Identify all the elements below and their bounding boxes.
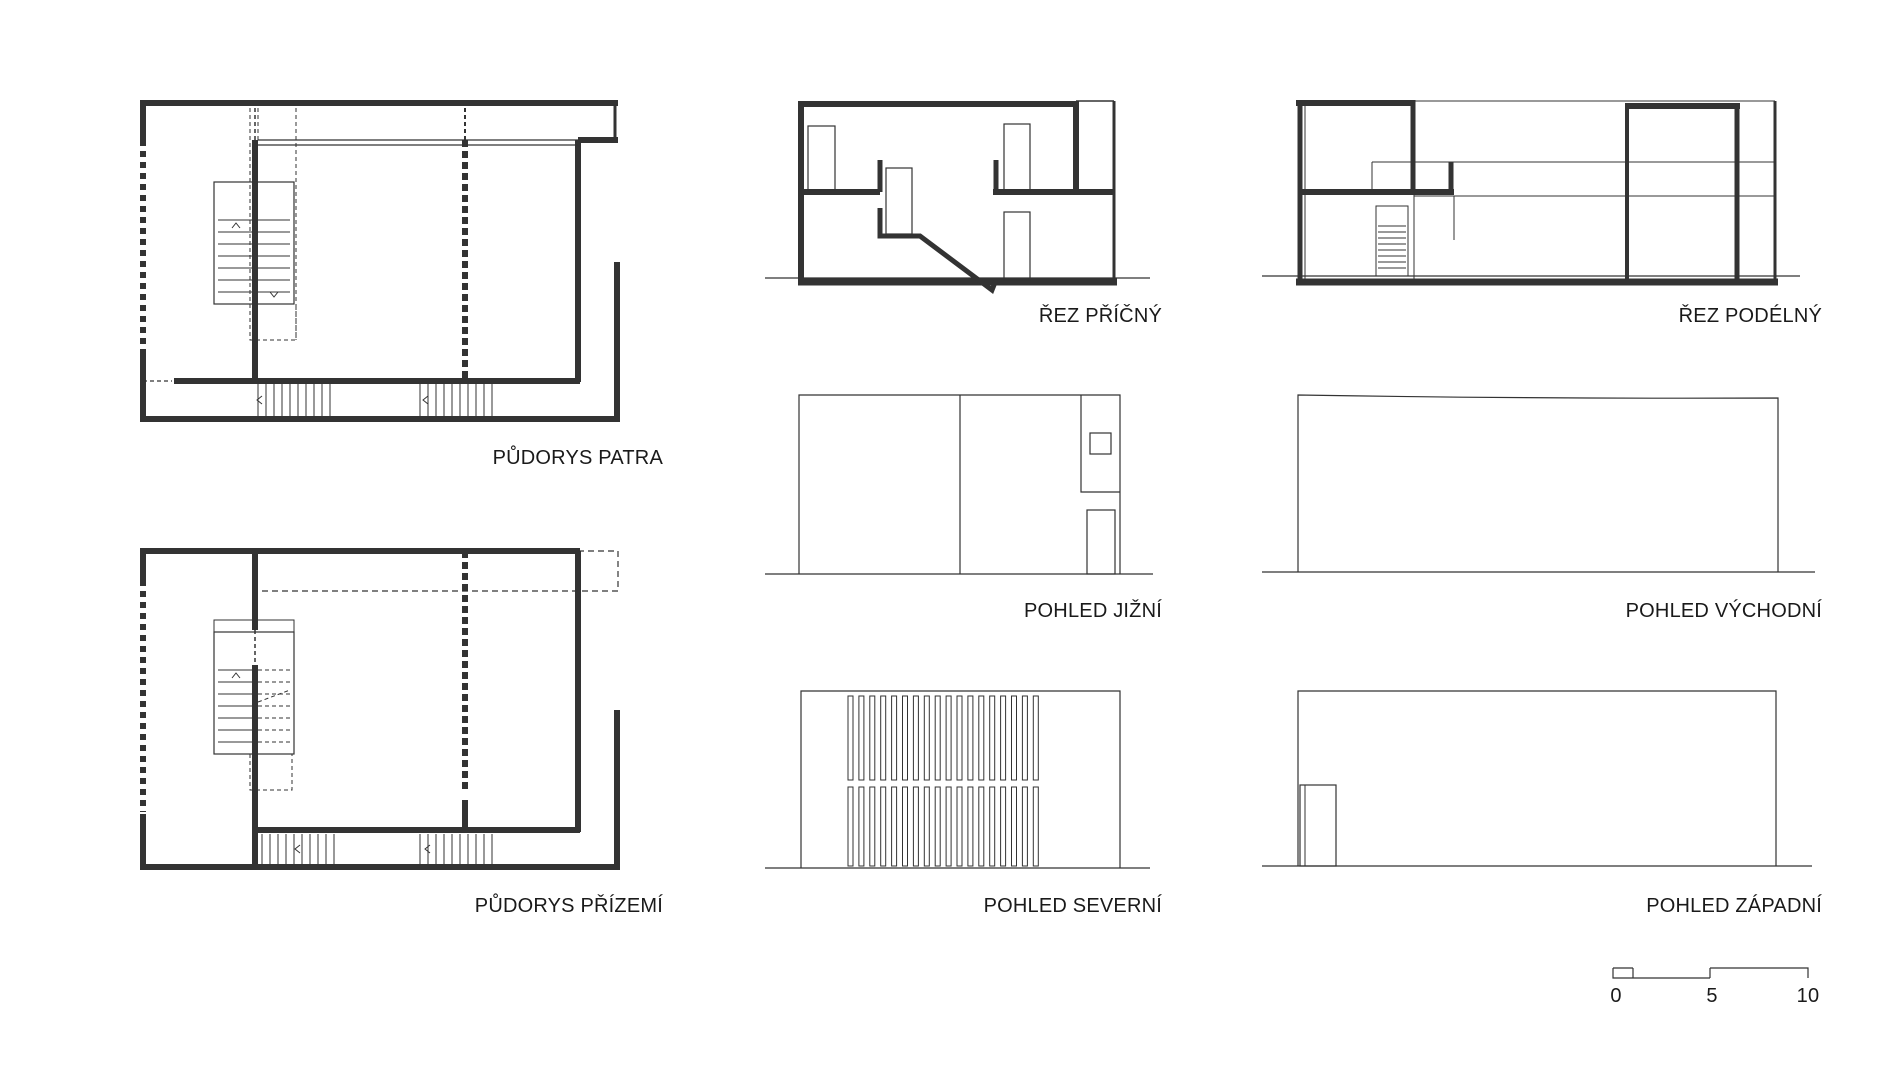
north-slat: [912, 786, 919, 867]
south-door: [1086, 509, 1116, 575]
label-view-west: POHLED ZÁPADNÍ: [1646, 895, 1822, 917]
north-outline: [800, 690, 1121, 868]
cross-stair-step: [877, 208, 999, 294]
upper-stair-outline: [213, 181, 295, 305]
north-slat: [880, 786, 887, 867]
north-slat: [1032, 695, 1039, 781]
north-slats-top: [847, 695, 1039, 781]
label-section-cross: ŘEZ PŘÍČNÝ: [1038, 305, 1162, 327]
scale-tick-5: 5: [1706, 985, 1718, 1007]
cross-door-right: [1003, 123, 1031, 191]
floor-plan-ground: [140, 548, 620, 870]
north-slat: [978, 786, 985, 867]
north-slat: [956, 786, 963, 867]
north-slat: [945, 786, 952, 867]
scale-tick-10: 10: [1796, 985, 1820, 1007]
ground-overhang-dashed: [262, 550, 619, 592]
north-slat: [858, 695, 865, 781]
north-slat: [1000, 695, 1007, 781]
north-slat: [880, 695, 887, 781]
view-east: [1262, 394, 1815, 573]
north-slats-bottom: [847, 786, 1039, 867]
north-slat: [978, 695, 985, 781]
upper-gallery-line: [258, 139, 578, 146]
west-outline: [1297, 690, 1777, 866]
ground-corridor-stair-1: [261, 834, 335, 864]
section-cross: [765, 100, 1150, 294]
west-door: [1299, 784, 1337, 867]
cross-door-stair: [885, 167, 913, 235]
north-slat: [956, 695, 963, 781]
north-slat: [1000, 786, 1007, 867]
upper-gallery-dashed: [249, 108, 297, 340]
scale-bar-track: [1612, 967, 1809, 979]
north-slat: [1021, 786, 1028, 867]
label-view-north: POHLED SEVERNÍ: [983, 895, 1162, 917]
ground-stair-treads: [218, 669, 252, 743]
label-view-south: POHLED JIŽNÍ: [1024, 600, 1162, 622]
north-slat: [902, 695, 908, 781]
north-slat: [945, 695, 952, 781]
north-slat: [967, 695, 974, 781]
long-stair: [1375, 205, 1409, 277]
north-slat: [934, 695, 941, 781]
ground-stair-outline: [213, 631, 295, 755]
north-slat: [869, 695, 876, 781]
north-slat: [891, 695, 898, 781]
ground-stair-arrow: [231, 672, 241, 679]
view-south: [765, 394, 1153, 575]
label-view-east: POHLED VÝCHODNÍ: [1625, 600, 1822, 622]
south-window: [1089, 432, 1112, 455]
cross-door-left: [807, 125, 836, 191]
upper-corridor-arrows: [256, 395, 429, 405]
floor-plan-upper: [140, 100, 620, 422]
north-slat: [1021, 695, 1028, 781]
north-slat: [1011, 786, 1017, 867]
ground-stair-dashed: [249, 669, 293, 791]
north-slat: [1011, 695, 1017, 781]
ground-corridor-arrows: [294, 844, 431, 854]
north-slat: [1032, 786, 1039, 867]
north-slat: [912, 695, 919, 781]
label-floor-ground: PŮDORYS PŘÍZEMÍ: [474, 895, 663, 917]
north-slat: [902, 786, 908, 867]
scale-tick-0: 0: [1610, 985, 1622, 1007]
section-long: [1262, 100, 1800, 286]
upper-corridor-stair-1: [257, 384, 331, 416]
north-slat: [847, 695, 854, 781]
north-slat: [923, 786, 930, 867]
upper-stair-box: [249, 304, 297, 341]
north-slat: [967, 786, 974, 867]
north-slat: [923, 695, 930, 781]
north-slat: [989, 786, 996, 867]
upper-stair-arrow: [231, 222, 279, 298]
upper-stair-treads: [218, 219, 290, 293]
north-slat: [989, 695, 996, 781]
label-section-long: ŘEZ PODÉLNÝ: [1678, 305, 1822, 327]
north-slat: [891, 786, 898, 867]
cross-door-lower: [1003, 211, 1031, 281]
north-slat: [869, 786, 876, 867]
long-thin-lines: [1304, 100, 1775, 282]
north-slat: [934, 786, 941, 867]
view-west: [1262, 690, 1812, 867]
label-floor-upper: PŮDORYS PATRA: [492, 447, 663, 469]
south-panel: [1080, 395, 1120, 493]
north-slat: [858, 786, 865, 867]
upper-corridor-stair-2: [419, 384, 493, 416]
view-north: [765, 690, 1150, 869]
scale-bar: [1612, 967, 1809, 979]
north-slat: [847, 786, 854, 867]
ground-corridor-stair-2: [419, 834, 493, 864]
ground-stair-boxline: [213, 619, 295, 632]
east-outline: [1297, 394, 1779, 572]
